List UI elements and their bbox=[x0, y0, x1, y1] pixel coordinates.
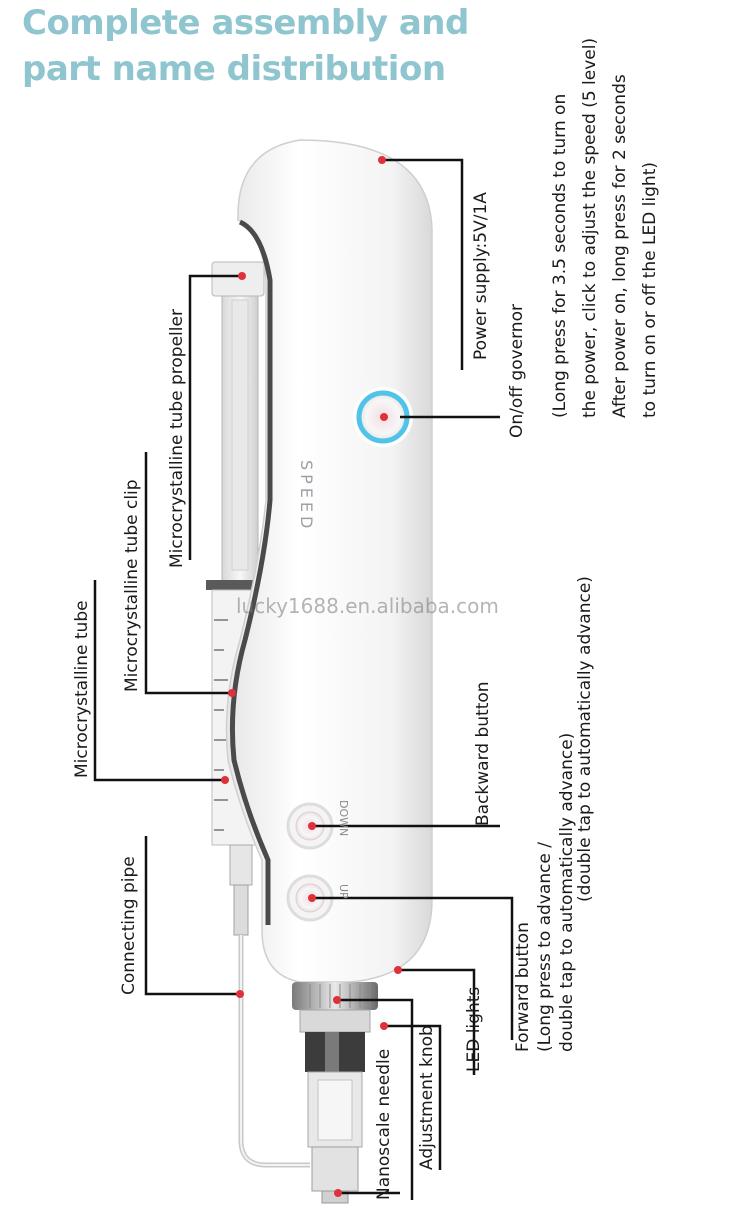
up-marking: UP bbox=[337, 884, 350, 899]
forward-desc-1: (Long press to advance / bbox=[534, 733, 556, 1052]
on-off-desc-3: After power on, long press for 2 seconds bbox=[605, 38, 635, 418]
label-tube: Microcrystalline tube bbox=[71, 600, 93, 778]
label-led-lights: LED lights bbox=[463, 987, 485, 1072]
label-tube-propeller: Microcrystalline tube propeller bbox=[166, 309, 188, 568]
label-tube-clip: Microcrystalline tube clip bbox=[121, 479, 143, 692]
adjustment-knob[interactable] bbox=[300, 1010, 370, 1072]
label-on-off-description: (Long press for 3.5 seconds to turn on t… bbox=[545, 38, 665, 418]
label-connecting-pipe: Connecting pipe bbox=[118, 856, 140, 995]
label-forward-button: Forward button (Long press to advance / … bbox=[512, 733, 578, 1052]
down-marking: DOWN bbox=[337, 800, 350, 836]
led-lights-ring bbox=[292, 982, 378, 1010]
label-adjustment-knob: Adjustment knob bbox=[416, 1025, 438, 1170]
speed-marking: SPEED bbox=[297, 460, 316, 532]
nanoscale-needle bbox=[308, 1072, 362, 1203]
on-off-desc-4: to turn on or off the LED light) bbox=[635, 38, 665, 418]
label-nanoscale-needle: Nanoscale needle bbox=[373, 1049, 395, 1200]
watermark: lucky1688.en.alibaba.com bbox=[236, 594, 499, 618]
forward-desc-2: double tap to automatically advance) bbox=[556, 733, 578, 1052]
label-on-off-governor: On/off governor bbox=[506, 304, 528, 438]
label-power-supply: Power supply:5V/1A bbox=[470, 192, 492, 360]
forward-name: Forward button bbox=[512, 733, 534, 1052]
on-off-desc-1: (Long press for 3.5 seconds to turn on bbox=[545, 38, 575, 418]
on-off-name: On/off governor bbox=[506, 304, 528, 438]
label-backward-button: Backward button bbox=[472, 681, 494, 826]
on-off-desc-2: the power, click to adjust the speed (5 … bbox=[575, 38, 605, 418]
